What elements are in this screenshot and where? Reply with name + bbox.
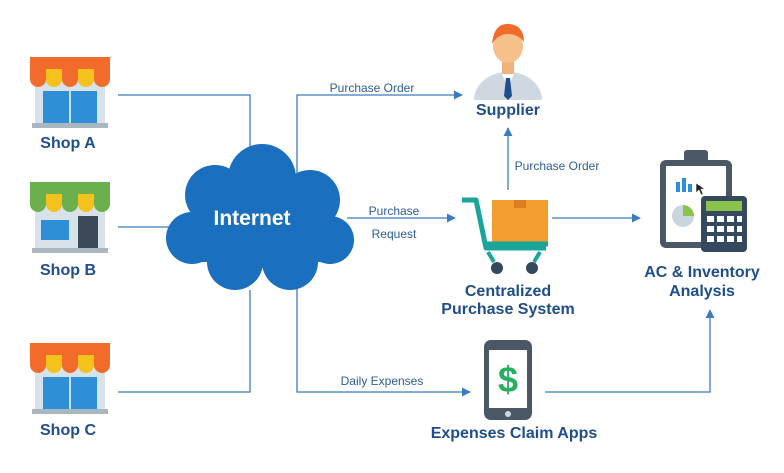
analysis-label-line1: AC & Inventory <box>644 264 760 281</box>
connector-shop-a-internet <box>118 94 251 175</box>
connector-shop-c-internet <box>118 290 251 393</box>
cloud-icon <box>166 144 354 290</box>
edge-label-daily-expenses: Daily Expenses <box>341 374 424 388</box>
shop-c-label: Shop C <box>40 422 96 439</box>
centralized-label-line1: Centralized <box>465 283 551 300</box>
expenses-app-label: Expenses Claim Apps <box>431 425 598 442</box>
analysis-label-line2: Analysis <box>669 283 735 300</box>
shop-b-label: Shop B <box>40 262 96 279</box>
supplier-person-icon <box>474 23 542 100</box>
shop-b-icon <box>30 182 110 253</box>
svg-text:$: $ <box>498 359 518 400</box>
supplier-label: Supplier <box>476 102 540 119</box>
edge-label-purchase-request-line1: Purchase <box>369 204 420 218</box>
edge-label-purchase-request-line2: Request <box>372 227 417 241</box>
shop-c-icon <box>30 343 110 414</box>
clipboard-calculator-icon <box>660 150 747 252</box>
shop-a-icon <box>30 57 110 128</box>
internet-label: Internet <box>213 207 290 230</box>
shopping-cart-icon <box>462 197 548 274</box>
phone-dollar-icon: $ <box>484 340 532 420</box>
edge-label-purchase-order-mid: Purchase Order <box>515 159 600 173</box>
connector-internet-expenses <box>296 278 471 397</box>
centralized-label-line2: Purchase System <box>441 301 574 318</box>
edge-label-purchase-order-top: Purchase Order <box>330 81 415 95</box>
connector-internet-supplier <box>296 90 463 178</box>
shop-a-label: Shop A <box>40 135 96 152</box>
connector-expenses-analysis <box>545 309 715 393</box>
